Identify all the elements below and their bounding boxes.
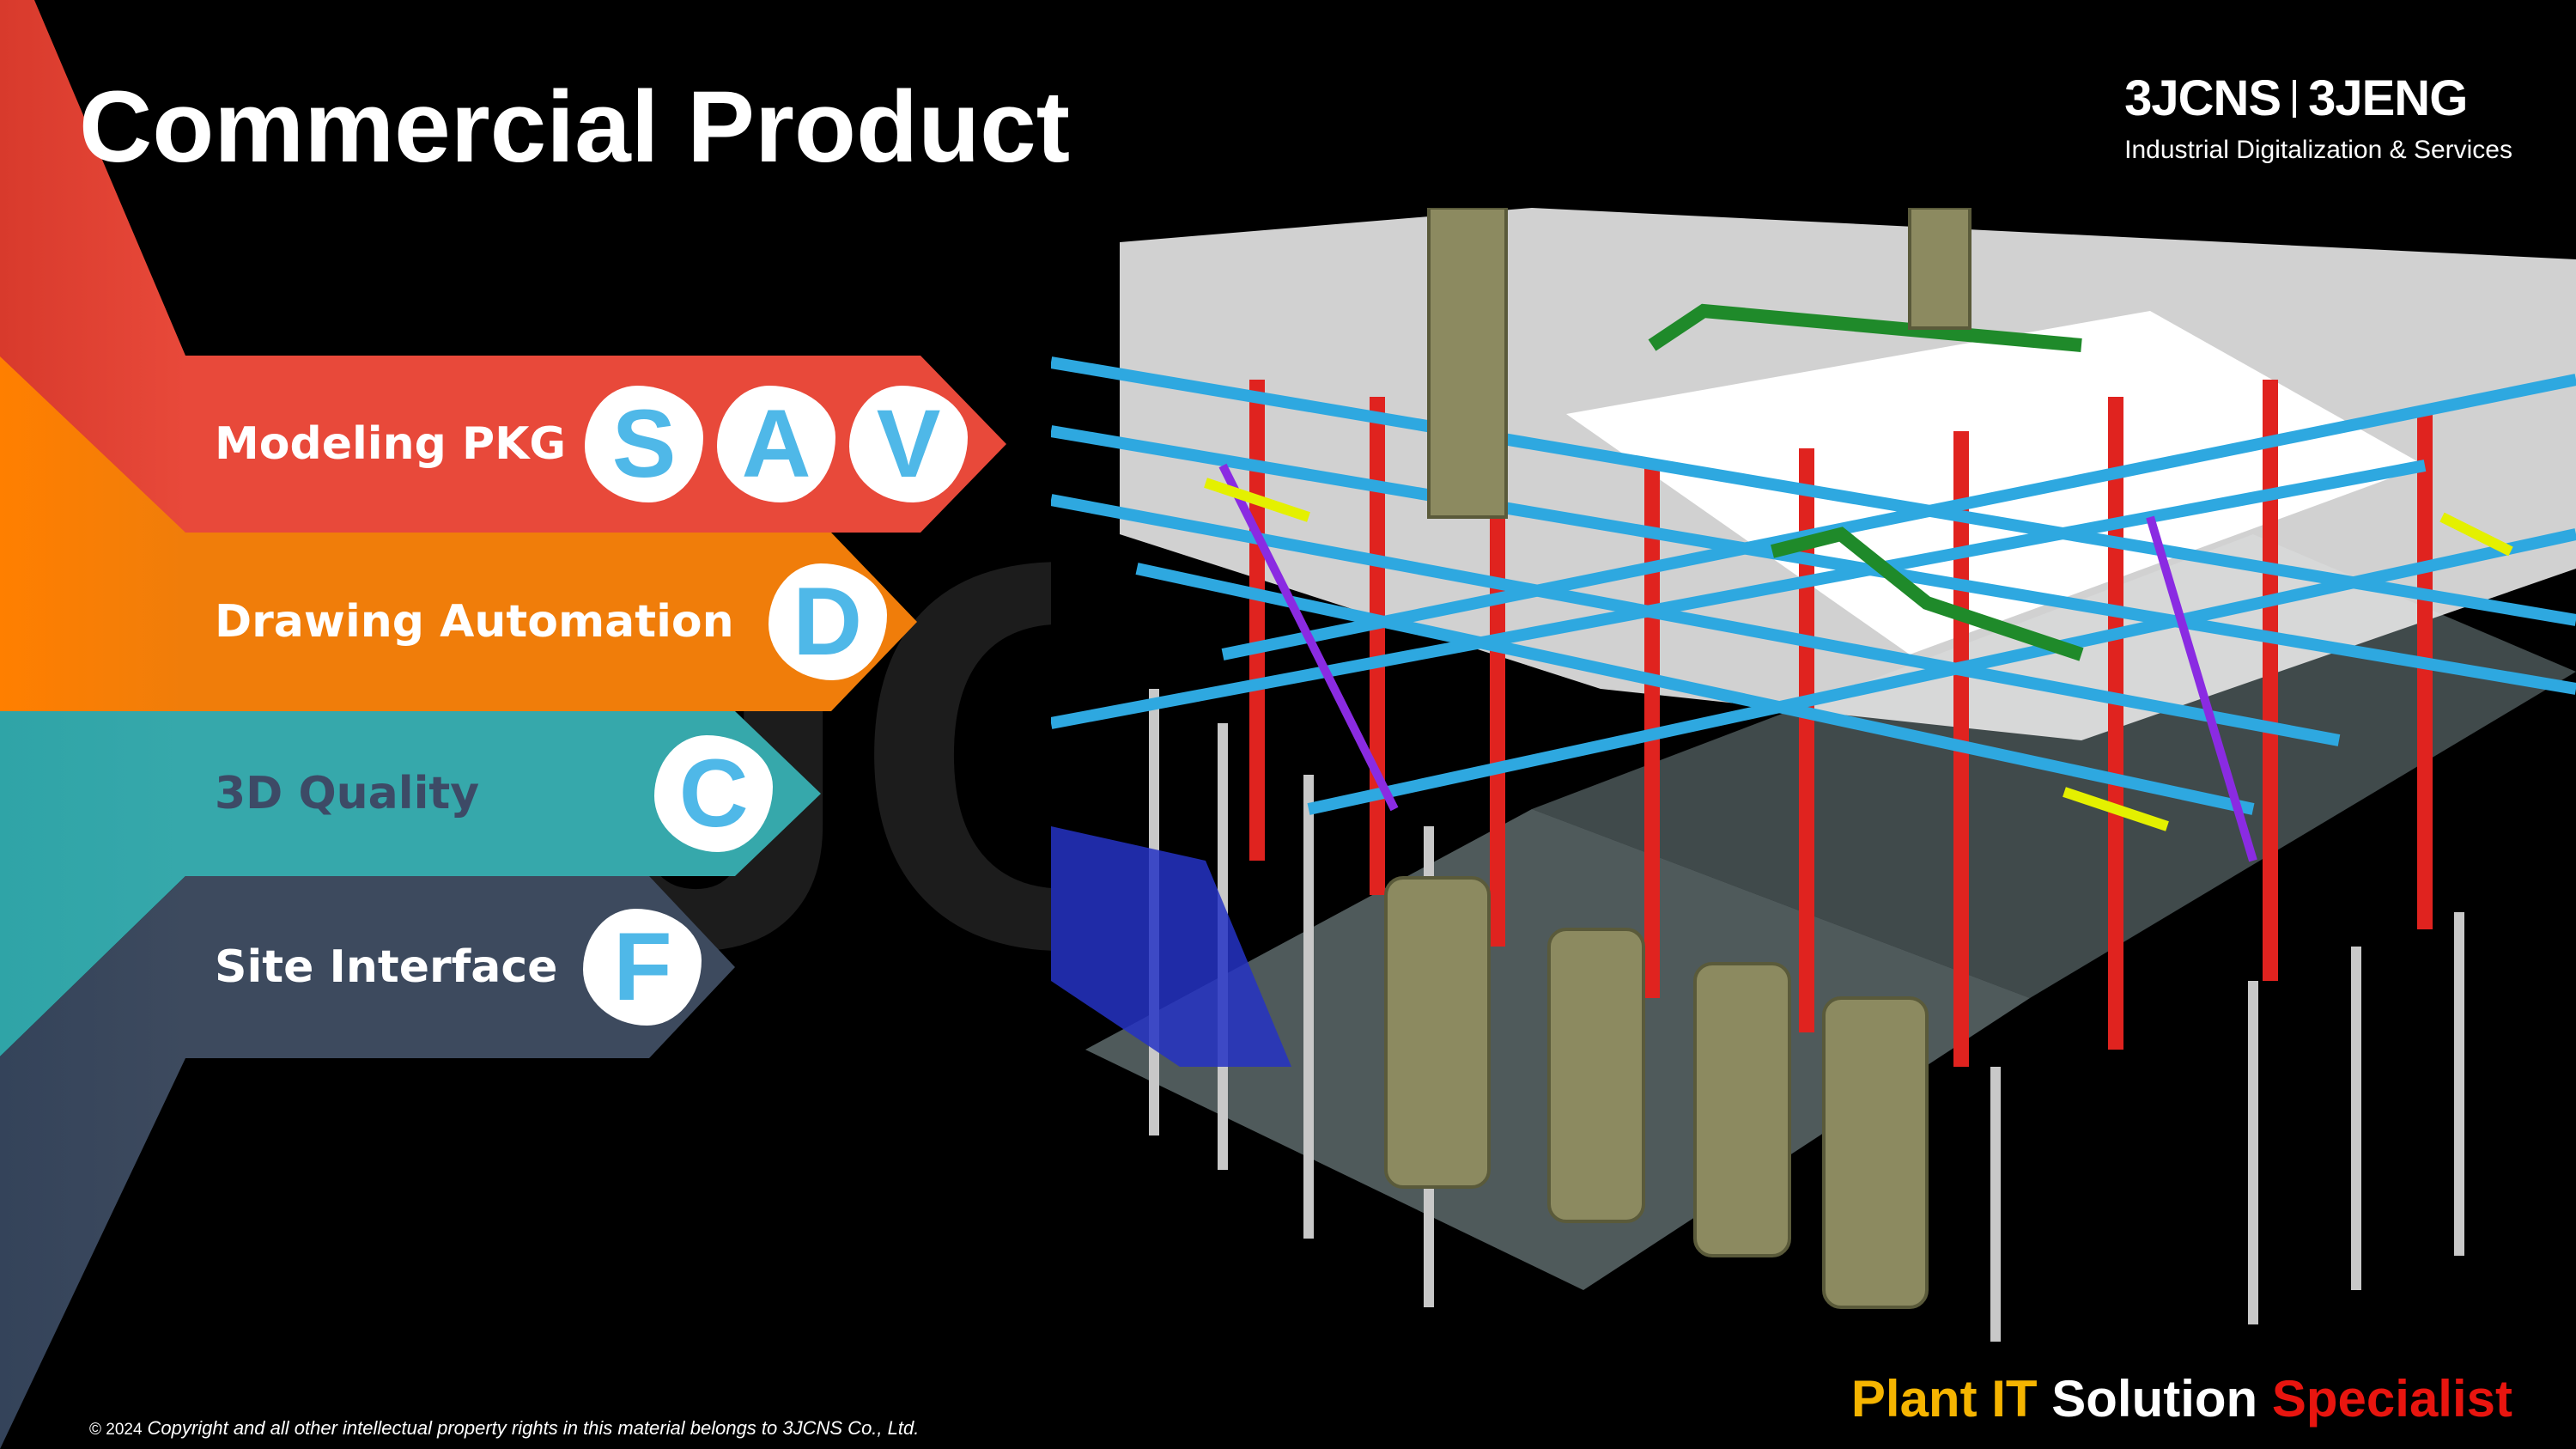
copyright-year: © 2024	[89, 1421, 143, 1439]
product-band-site-interface[interactable]: Site Interface F	[185, 876, 735, 1058]
badge-v: V	[849, 386, 968, 502]
funnel-graphic	[0, 0, 185, 1449]
product-label: Drawing Automation	[215, 596, 734, 648]
badge-s: S	[585, 386, 703, 502]
funnel-band-teal	[0, 711, 185, 1056]
product-label: Modeling PKG	[215, 418, 567, 470]
badge-c: C	[654, 735, 773, 852]
funnel-band-navy	[0, 876, 185, 1449]
product-band-drawing-automation[interactable]: Drawing Automation D	[185, 533, 917, 711]
funnel-band-orange	[0, 356, 185, 711]
product-label: Site Interface	[215, 941, 558, 993]
slogan: Plant IT Solution Specialist	[1851, 1371, 2512, 1428]
copyright-text: Copyright and all other intellectual pro…	[147, 1417, 920, 1439]
brand-separator	[2293, 80, 2297, 118]
product-band-3d-quality[interactable]: 3D Quality C	[185, 711, 821, 876]
plant-3d-model-image	[1051, 208, 2576, 1355]
brand-tagline: Industrial Digitalization & Services	[2124, 136, 2512, 164]
badge-d: D	[769, 563, 887, 680]
slogan-solution: Solution	[2051, 1370, 2258, 1428]
badge-a: A	[717, 386, 835, 502]
brand-name-right: 3JENG	[2308, 70, 2468, 126]
product-band-modeling[interactable]: Modeling PKG S A V	[185, 356, 1006, 533]
slogan-plant-it: Plant IT	[1850, 1370, 2038, 1428]
funnel-band-red	[0, 0, 185, 533]
product-label: 3D Quality	[215, 768, 480, 819]
brand-name-left: 3JCNS	[2124, 70, 2281, 126]
slogan-specialist: Specialist	[2271, 1370, 2512, 1428]
slide-title: Commercial Product	[79, 70, 1071, 184]
badge-f: F	[583, 909, 702, 1026]
